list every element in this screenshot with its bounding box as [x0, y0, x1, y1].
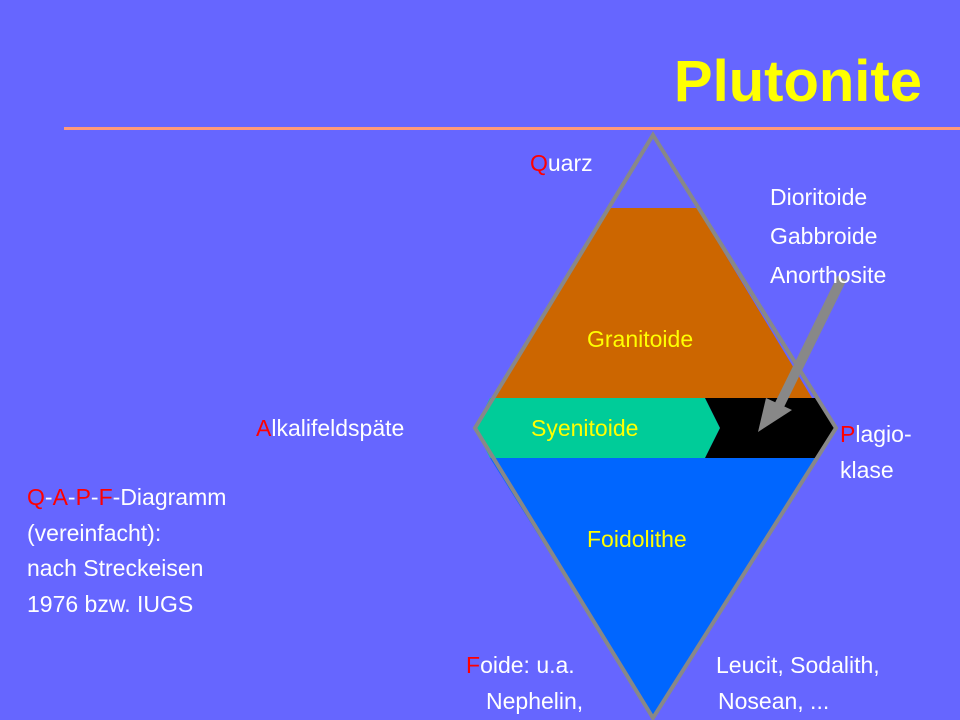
dioritoide-region — [705, 398, 836, 458]
page-title: Plutonite — [673, 49, 922, 114]
granitoide-region — [494, 208, 812, 398]
callout-label: Dioritoide Gabbroide Anorthosite — [770, 184, 887, 289]
granitoide-label: Granitoide — [587, 326, 694, 352]
foidolithe-region — [490, 458, 818, 718]
corner-label-alkalifeldspaete: Alkalifeldspäte — [256, 415, 405, 441]
syenitoide-label: Syenitoide — [531, 415, 639, 441]
foide-examples: Leucit, Sodalith, Nosean, ... — [716, 652, 880, 714]
corner-label-quarz: Quarz — [530, 150, 593, 176]
foidolithe-label: Foidolithe — [587, 526, 687, 552]
diagram-outline — [472, 131, 839, 720]
callout-arrowhead — [758, 398, 792, 432]
qapf-note: Q-A-P-F-Diagramm (vereinfacht): nach Str… — [27, 484, 227, 617]
corner-label-plagioklase: Plagio- klase — [840, 421, 912, 483]
callout-arrow-line — [773, 275, 847, 411]
corner-label-foide: Foide: u.a. Nephelin, — [466, 652, 584, 714]
syenitoide-region — [475, 398, 720, 458]
title-underline — [64, 127, 960, 130]
